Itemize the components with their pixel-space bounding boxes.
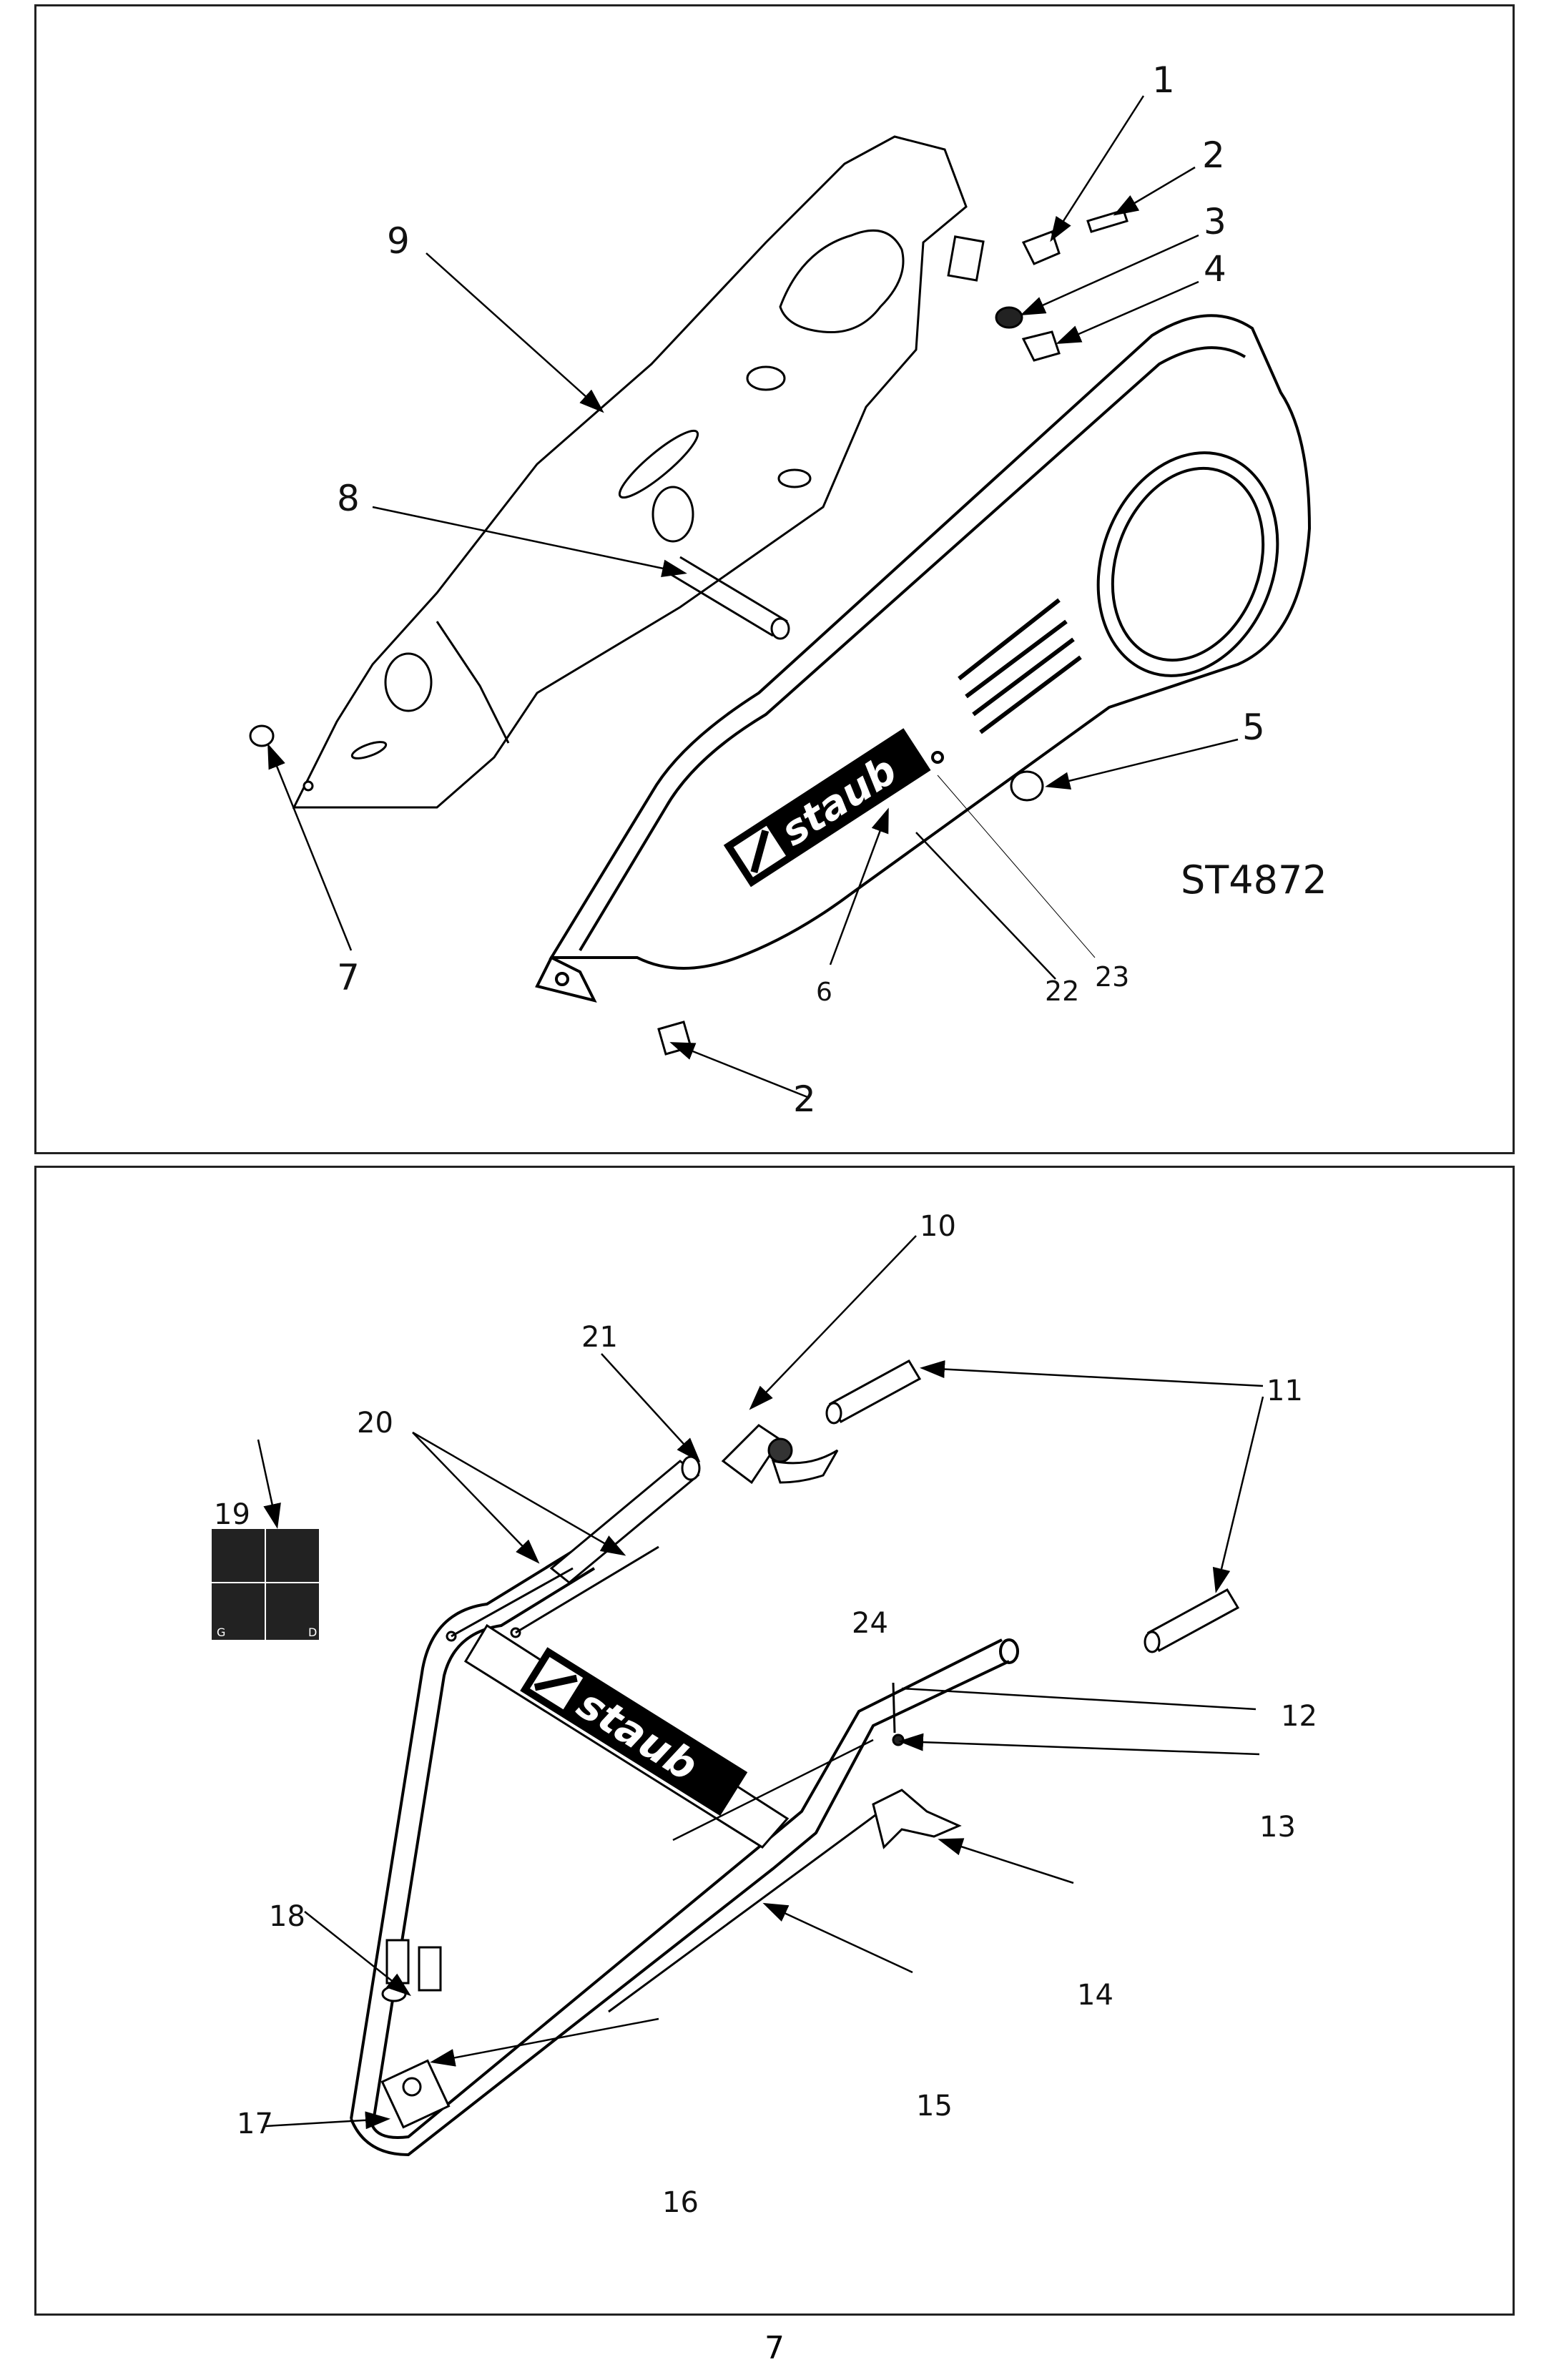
- cap-nut-part-5: [1010, 770, 1044, 802]
- callout-6: 6: [816, 978, 832, 1007]
- callout-17: 17: [237, 2108, 273, 2140]
- callout-labels-top: 1 2 3 4 5 6 7 8 9 22 23 2 ST4872: [337, 59, 1327, 1120]
- tube-part-21: [549, 1455, 701, 1584]
- cables: [446, 1545, 881, 2013]
- belt-guard-diagram: staub 1 2 3 4 5 6 7 8 9 22 23: [249, 59, 1327, 1120]
- callout-11: 11: [1267, 1375, 1303, 1407]
- callout-1: 1: [1152, 59, 1175, 101]
- clip-part-13: [892, 1734, 905, 1746]
- callout-4: 4: [1204, 248, 1226, 290]
- belt-guard-cover-part-22: [535, 314, 1312, 1003]
- callout-8: 8: [337, 478, 360, 519]
- bolt-part-18: [385, 1939, 410, 1985]
- handlebar-frame-part-24: [350, 1545, 1019, 2157]
- control-lever-part-10: [721, 1424, 839, 1485]
- cable-part-15: [608, 1810, 881, 2013]
- callout-2-lower: 2: [793, 1078, 816, 1120]
- screw-part-4: [1021, 330, 1061, 362]
- back-plate-part-9: [292, 135, 985, 809]
- callout-12: 12: [1281, 1700, 1317, 1733]
- callout-18: 18: [269, 1900, 305, 1933]
- callout-14: 14: [1077, 1979, 1113, 2012]
- bottom-exploded-view-panel: staub G D: [34, 1166, 1515, 2316]
- callout-15: 15: [916, 2090, 953, 2123]
- grip-part-11: [825, 1359, 1240, 1653]
- callout-5: 5: [1242, 707, 1265, 748]
- lever-part-14: [872, 1789, 962, 1849]
- callout-20: 20: [357, 1407, 393, 1440]
- callout-3: 3: [1204, 201, 1226, 242]
- handlebar-diagram: staub G D: [212, 1210, 1317, 2219]
- model-code: ST4872: [1181, 857, 1327, 903]
- small-parts-right: [872, 1682, 962, 1849]
- pin-part-12: [892, 1682, 896, 1734]
- decal-letter-d: D: [308, 1626, 317, 1639]
- callout-19: 19: [214, 1498, 250, 1531]
- decal-letter-g: G: [217, 1626, 225, 1639]
- cable-part-20-b: [515, 1545, 659, 1634]
- callout-13: 13: [1259, 1811, 1296, 1844]
- callout-labels-bottom: 10 11 12 13 14 15 16 17 18 19 20 21 24: [214, 1210, 1317, 2219]
- callout-21: 21: [581, 1321, 618, 1354]
- decal-part-19: G D: [212, 1529, 319, 1640]
- callout-10: 10: [920, 1210, 956, 1243]
- callout-7: 7: [337, 957, 360, 998]
- bolt-part-2: [1086, 209, 1128, 233]
- callout-2: 2: [1202, 134, 1225, 176]
- callout-16: 16: [662, 2186, 699, 2219]
- washer-part-3: [995, 306, 1023, 329]
- page-number: 7: [764, 2330, 785, 2366]
- leader-lines-top: [267, 95, 1239, 1098]
- callout-23: 23: [1095, 961, 1129, 993]
- top-exploded-view-panel: staub 1 2 3 4 5 6 7 8 9 22 23: [34, 4, 1515, 1154]
- callout-9: 9: [387, 220, 410, 262]
- brace-plate: staub: [463, 1623, 790, 1849]
- small-parts-left: [380, 1939, 451, 2129]
- nut-part-7: [249, 724, 275, 747]
- spacer-tube-part-8: [665, 556, 790, 640]
- callout-22: 22: [1045, 975, 1079, 1007]
- leader-lines-bottom: [257, 1235, 1264, 2130]
- callout-24: 24: [852, 1607, 888, 1640]
- cable-part-20-a: [451, 1567, 574, 1638]
